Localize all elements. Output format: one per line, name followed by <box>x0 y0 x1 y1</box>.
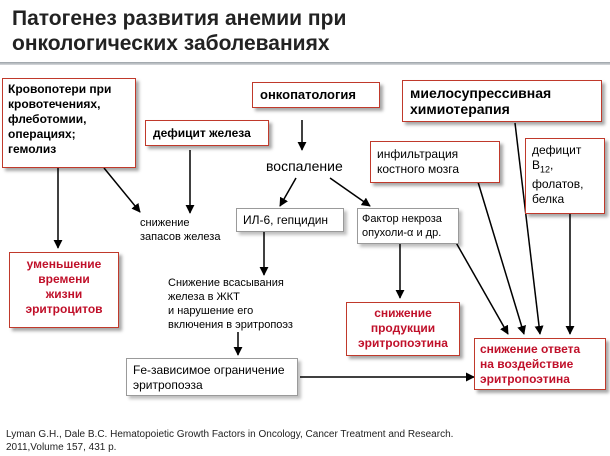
iron-deficit-text: дефицит железа <box>153 126 251 140</box>
inflammation-label: воспаление <box>266 158 343 174</box>
fe-limit-box: Fe-зависимое ограничение эритропоэза <box>126 358 298 396</box>
arrow-marrow-to-eporesp <box>477 181 526 335</box>
epo-production-text: снижение продукции эритропоэтина <box>358 306 448 350</box>
blood-loss-box: Кровопотери при кровотечениях, флеботоми… <box>2 78 136 168</box>
oncopathology-text: онкопатология <box>260 87 356 102</box>
title-divider <box>0 62 610 65</box>
tnf-box: Фактор некроза опухоли-α и др. <box>357 208 459 244</box>
il6-text: ИЛ-6, гепцидин <box>243 213 329 227</box>
deficit-b12-box: дефицит B12, фолатов, белка <box>525 138 605 214</box>
epo-response-box: снижение ответа на воздействие эритропоэ… <box>474 338 606 390</box>
oncopathology-box: онкопатология <box>252 82 380 108</box>
rbc-lifespan-text: уменьшение времени жизни эритроцитов <box>25 257 103 316</box>
arrow-inflammation-to-tnf <box>329 177 371 207</box>
epo-response-text: снижение ответа на воздействие эритропоэ… <box>480 342 581 386</box>
myelosuppressive-box: миелосупрессивная химиотерапия <box>402 80 602 122</box>
il6-box: ИЛ-6, гепцидин <box>236 208 344 232</box>
arrow-tnf-to-eporesp <box>449 231 509 335</box>
page-title: Патогенез развития анемии при онкологиче… <box>12 7 347 55</box>
rbc-lifespan-box: уменьшение времени жизни эритроцитов <box>9 252 119 328</box>
tnf-text: Фактор некроза опухоли-α и др. <box>362 213 442 239</box>
arrow-bloodloss-to-stores <box>103 167 141 213</box>
deficit-b12-subscript: 12 <box>540 164 551 175</box>
absorption-label: Снижение всасывания железа в ЖКТ и наруш… <box>168 277 293 331</box>
arrow-chemo-to-eporesp <box>514 122 544 335</box>
blood-loss-text: Кровопотери при кровотечениях, флеботоми… <box>8 82 112 156</box>
iron-stores-label: снижение запасов железа <box>140 217 221 243</box>
marrow-infiltration-box: инфильтрация костного мозга <box>370 141 500 183</box>
fe-limit-text: Fe-зависимое ограничение эритропоэза <box>133 363 285 392</box>
deficit-b12-main: дефицит B <box>532 143 582 172</box>
epo-production-box: снижение продукции эритропоэтина <box>346 302 460 356</box>
deficit-b12-rest: фолатов, белка <box>532 177 584 207</box>
iron-deficit-box: дефицит железа <box>145 120 269 146</box>
arrow-inflammation-to-il6 <box>279 177 297 207</box>
myelosuppressive-text: миелосупрессивная химиотерапия <box>410 85 552 117</box>
marrow-infiltration-text: инфильтрация костного мозга <box>377 147 460 176</box>
reference-citation: Lyman G.H., Dale B.C. Hematopoietic Grow… <box>6 429 454 453</box>
deficit-b12-text: дефицит B12, фолатов, белка <box>532 143 602 207</box>
